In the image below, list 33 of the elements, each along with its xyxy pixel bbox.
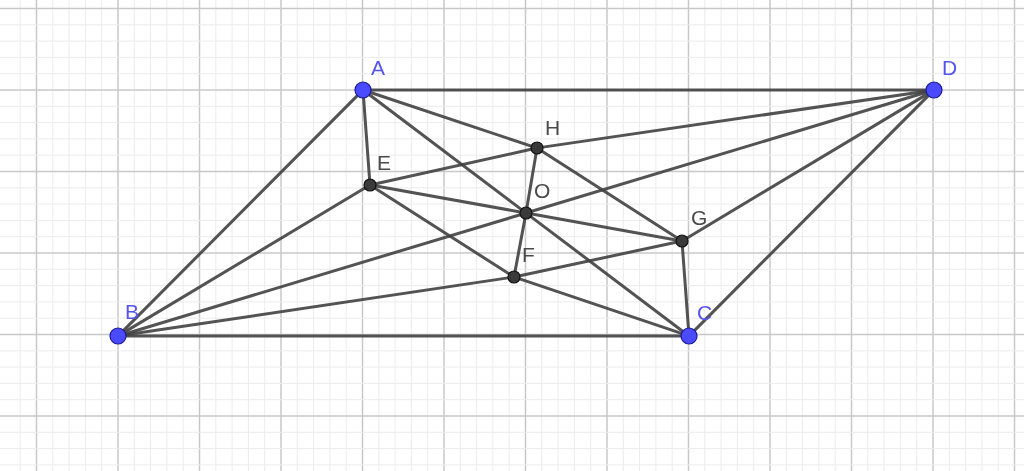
point-label: E xyxy=(377,151,391,174)
line-segment xyxy=(518,240,678,278)
point-label: B xyxy=(125,300,139,323)
line-segment xyxy=(530,212,678,242)
line-segment xyxy=(680,245,690,330)
point-label: H xyxy=(545,116,561,139)
point-label: F xyxy=(522,243,535,266)
line-segment xyxy=(540,149,679,240)
line-segment xyxy=(530,90,928,213)
line-segment xyxy=(122,94,359,332)
line-segment xyxy=(374,147,533,186)
line-segment xyxy=(693,94,930,332)
point-label: C xyxy=(697,301,713,324)
line-segment xyxy=(124,334,683,338)
line-segment xyxy=(525,152,538,209)
line-segment xyxy=(362,96,372,181)
line-segment xyxy=(373,186,511,276)
line-segment xyxy=(123,186,367,334)
line-segment xyxy=(369,91,533,148)
point-label: D xyxy=(942,56,958,79)
line-segment xyxy=(124,213,522,336)
line-segment xyxy=(124,276,510,337)
line-segment xyxy=(541,89,928,149)
line-segment xyxy=(529,215,685,333)
line-segment xyxy=(518,277,683,335)
line-segment xyxy=(369,88,928,92)
line-segment xyxy=(367,93,523,211)
point-label: O xyxy=(534,179,551,202)
line-segment xyxy=(685,92,929,240)
point-label: A xyxy=(371,56,385,79)
point-label: G xyxy=(691,206,708,229)
line-segment xyxy=(513,217,527,273)
line-segment xyxy=(374,184,522,214)
